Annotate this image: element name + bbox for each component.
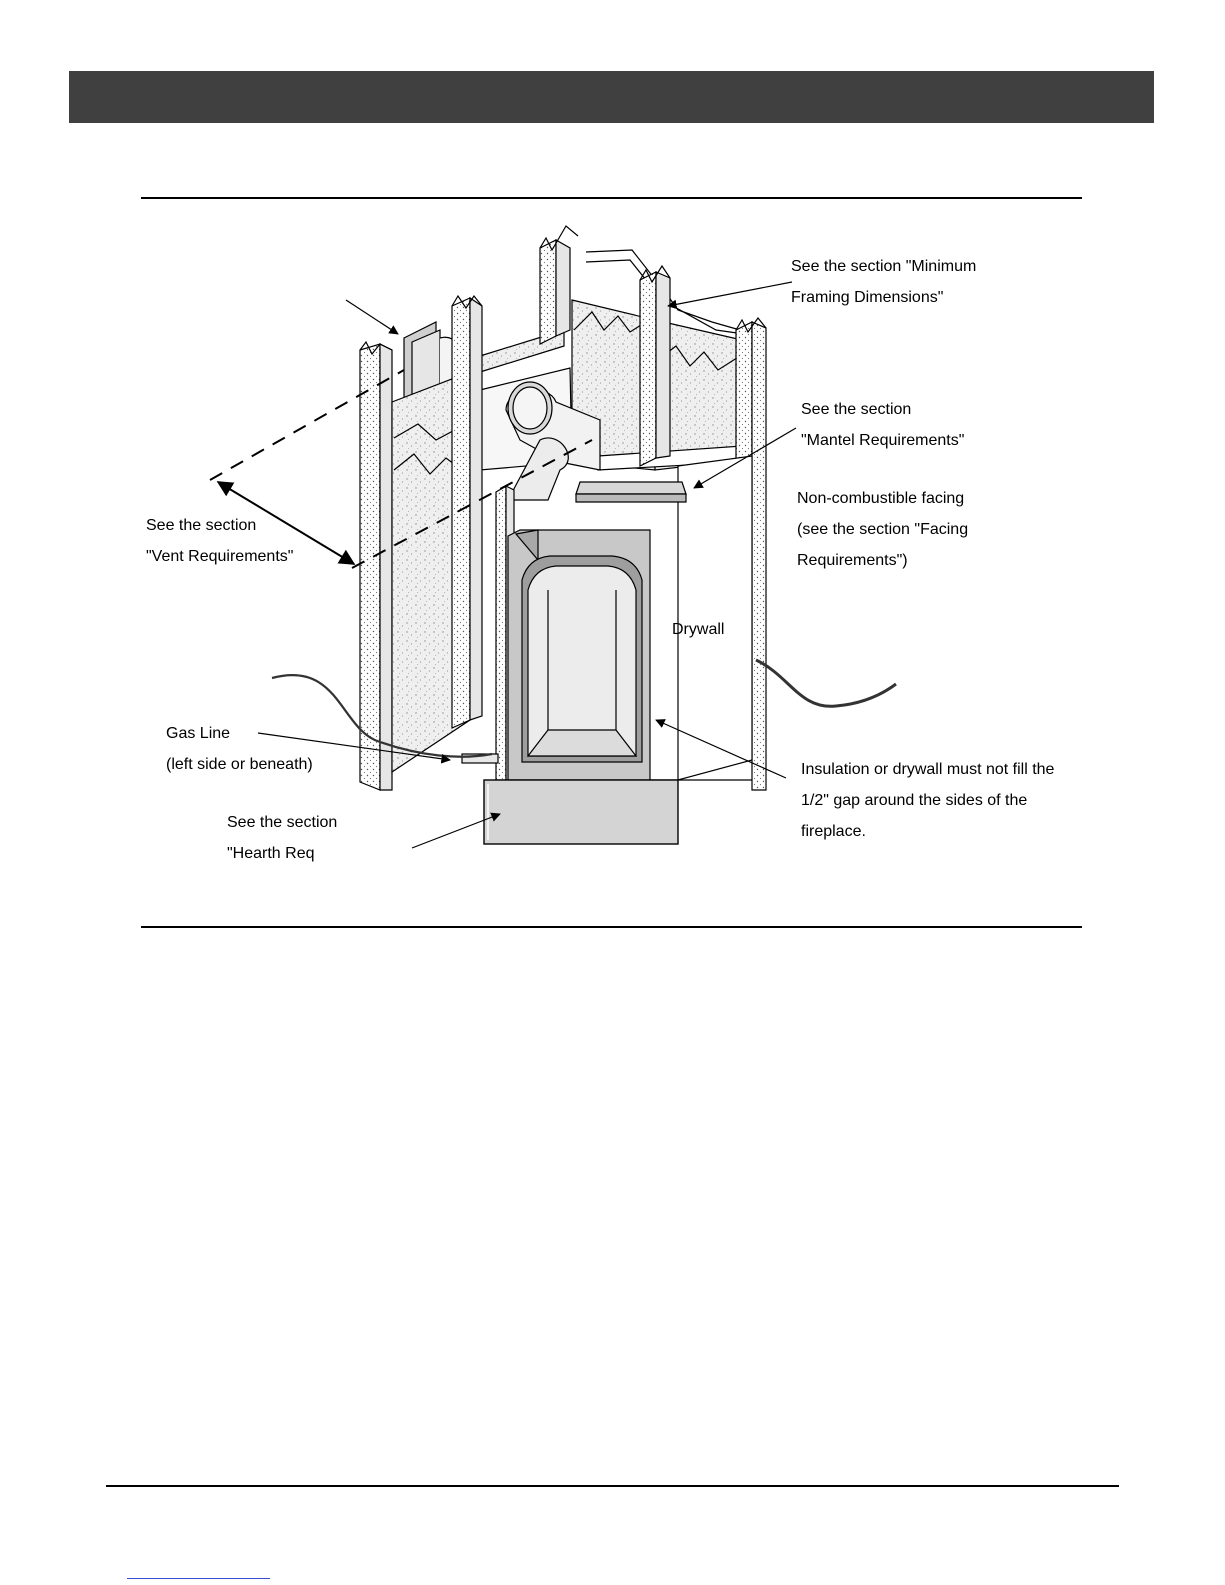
label-line: See the section xyxy=(227,814,338,831)
footer-link-underline[interactable] xyxy=(127,1578,270,1579)
label-line: See the section "Minimum xyxy=(791,258,977,275)
label-mantel: See the section "Mantel Requirements" xyxy=(801,394,964,456)
label-line: Insulation or drywall must not fill the xyxy=(801,761,1055,778)
left-stud xyxy=(359,340,393,791)
label-line: (left side or beneath) xyxy=(166,756,313,773)
vent-pipe xyxy=(505,381,601,501)
label-line: "Hearth Req xyxy=(227,845,315,862)
label-line: Framing Dimensions" xyxy=(791,289,944,306)
label-facing: Non-combustible facing (see the section … xyxy=(797,483,968,576)
label-line: (see the section "Facing xyxy=(797,521,969,538)
header-bar xyxy=(69,71,1154,123)
center-stud xyxy=(539,225,579,345)
second-left-stud xyxy=(451,294,483,729)
right-studs xyxy=(639,264,767,791)
label-line: fireplace. xyxy=(801,823,866,840)
hearth-box xyxy=(483,779,679,845)
footer-rule xyxy=(106,1485,1119,1487)
gas-line-pipe xyxy=(461,753,499,764)
label-insulation: Insulation or drywall must not fill the … xyxy=(801,754,1054,847)
label-drywall: Drywall xyxy=(672,621,725,638)
drywall-sheet xyxy=(650,455,753,781)
figure-top-rule xyxy=(141,197,1082,199)
label-line: See the section xyxy=(146,517,257,534)
label-line: "Mantel Requirements" xyxy=(801,432,965,449)
vent-dimension-arrow xyxy=(216,481,356,565)
firebox xyxy=(507,529,651,781)
vent-clearance-lines xyxy=(209,369,593,569)
label-line: Requirements") xyxy=(797,552,908,569)
label-line: See the section xyxy=(801,401,912,418)
label-vent: See the section "Vent Requirements" xyxy=(146,510,293,572)
label-line: Non-combustible facing xyxy=(797,490,965,507)
label-line: 1/2" gap around the sides of the xyxy=(801,792,1028,809)
figure-bottom-rule xyxy=(141,926,1082,928)
label-minimum-framing: See the section "Minimum Framing Dimensi… xyxy=(791,251,976,313)
left-cutaway-curve xyxy=(271,674,493,758)
label-hearth: See the section "Hearth Req xyxy=(227,807,337,869)
label-line: "Vent Requirements" xyxy=(146,548,294,565)
label-line: Gas Line xyxy=(166,725,231,742)
mantel-shelf xyxy=(575,481,687,503)
right-cutaway-curve xyxy=(755,658,897,708)
label-gas-line: Gas Line (left side or beneath) xyxy=(166,718,313,780)
leader-arrows xyxy=(257,281,797,849)
